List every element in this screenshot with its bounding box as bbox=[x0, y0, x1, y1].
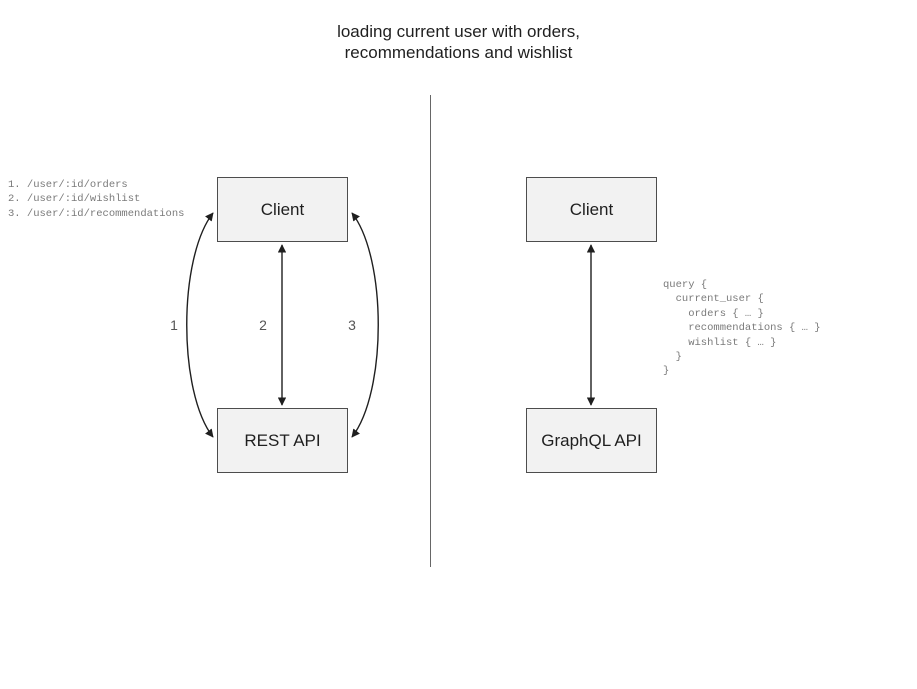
rest-endpoint-list: 1. /user/:id/orders 2. /user/:id/wishlis… bbox=[8, 179, 185, 220]
node-client-rest-label: Client bbox=[260, 199, 305, 219]
node-rest-api-label: REST API bbox=[244, 430, 321, 450]
node-graphql-api[interactable]: GraphQL API bbox=[526, 408, 657, 473]
diagram-title: loading current user with orders, recomm… bbox=[337, 22, 580, 62]
node-client-graphql-label: Client bbox=[569, 199, 614, 219]
node-client-rest[interactable]: Client bbox=[217, 177, 348, 242]
edge-label-2: 2 bbox=[259, 317, 267, 333]
graphql-query-block: query { current_user { orders { … } reco… bbox=[663, 279, 821, 378]
node-rest-api[interactable]: REST API bbox=[217, 408, 348, 473]
edge-1-curve bbox=[186, 212, 214, 438]
node-graphql-api-label: GraphQL API bbox=[541, 430, 642, 450]
edge-label-1: 1 bbox=[170, 317, 178, 333]
edge-label-3: 3 bbox=[348, 317, 356, 333]
vertical-divider bbox=[430, 95, 431, 567]
node-client-graphql[interactable]: Client bbox=[526, 177, 657, 242]
